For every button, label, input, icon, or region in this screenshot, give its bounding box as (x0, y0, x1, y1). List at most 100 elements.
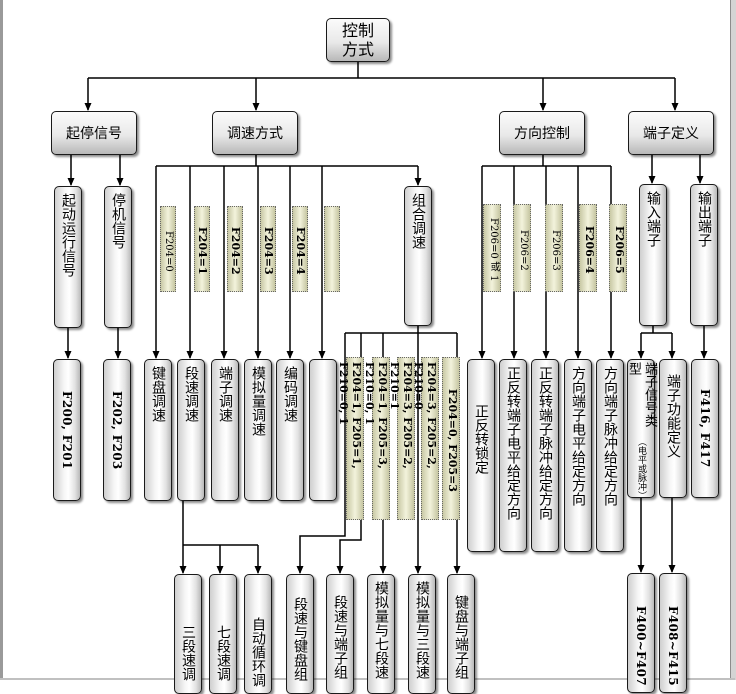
direction-mode-text: 正反转端子电平给定方向 (505, 366, 521, 520)
start-stop-label: 起停信号 (66, 126, 122, 142)
combo-mode-text: 模拟量与七段速 (373, 581, 389, 679)
combo-speed-node: 组合调速 (404, 186, 432, 326)
speed-mode-text: 编码调速 (282, 366, 298, 422)
combo-mode-1: 段速与端子组 (326, 574, 354, 694)
speed-mode-node: 调速方式 (212, 111, 298, 155)
combo-code-text: F204=0, F205=3 (446, 389, 459, 492)
combo-mode-text: 段速与键盘组 (292, 597, 308, 681)
speed-code-text: F204=2 (229, 227, 242, 275)
func-params-label: F408~F415 (666, 606, 680, 686)
stop-signal-node: 停机信号 (104, 186, 132, 328)
combo-code-3: F204=3, F205=2, F210=0 (412, 357, 439, 520)
scrollbar-track[interactable] (730, 0, 736, 680)
speed-code-text: F204=1 (196, 227, 209, 275)
speed-mode-text: 键盘调速 (150, 366, 166, 422)
start-stop-node: 起停信号 (51, 111, 137, 155)
combo-code-2: F204=3, F205=2, F210=1 (388, 357, 415, 520)
direction-node: 方向控制 (499, 111, 585, 155)
input-terminal-label: 输入端子 (645, 191, 661, 247)
direction-code-2: F206=3 (545, 204, 563, 292)
direction-code-text: F206=5 (613, 226, 626, 274)
combo-mode-text: 键盘与端子组 (453, 595, 469, 679)
direction-mode-0: 正反转锁定 (467, 359, 495, 552)
direction-code-1: F206=2 (513, 204, 531, 292)
speed-mode-segment: 段速调速 (177, 359, 205, 501)
root-label: 控制 方式 (341, 21, 374, 59)
stop-signal-label: 停机信号 (110, 193, 126, 249)
direction-code-text: F206=0 或 1 (488, 218, 499, 282)
func-params-node: F408~F415 (659, 573, 687, 693)
speed-code-1: F204=1 (194, 206, 210, 292)
function-def-label: 端子功能定义 (665, 374, 681, 458)
speed-mode-keyboard: 键盘调速 (144, 359, 172, 501)
speed-code-3: F204=3 (260, 206, 276, 292)
combo-mode-text: 模拟量与三段速 (414, 581, 430, 679)
combo-mode-text: 段速与端子组 (332, 595, 348, 679)
combo-code-text: F204=1, F205=3, F210=0, 1 (363, 362, 389, 469)
segment-mode-7: 七段速调 (209, 574, 237, 694)
speed-mode-label: 调速方式 (227, 126, 283, 142)
direction-mode-text: 正反转锁定 (473, 404, 489, 474)
speed-code-text: F204=3 (262, 227, 275, 275)
speed-mode-terminal: 端子调速 (211, 359, 239, 501)
direction-label: 方向控制 (514, 126, 570, 142)
combo-mode-4: 键盘与端子组 (447, 574, 475, 694)
stop-params-node: F202, F203 (103, 359, 131, 501)
direction-mode-4: 方向端子脉冲给定方向 (596, 359, 624, 552)
function-def-node: 端子功能定义 (659, 359, 687, 498)
output-terminal-label: 输出端子 (696, 191, 712, 247)
speed-code-text: F204=0 (163, 230, 174, 272)
output-params-label: F416, F417 (698, 389, 712, 468)
speed-mode-blank (309, 359, 337, 501)
connector-lines (64, 62, 708, 574)
direction-code-text: F206=3 (550, 229, 561, 271)
segment-mode-text: 七段速调 (215, 625, 231, 681)
segment-mode-text: 自动循环调 (250, 617, 266, 687)
speed-code-0: F204=0 (160, 206, 176, 292)
window-left-edge (0, 0, 3, 680)
direction-code-4: F206=5 (609, 204, 627, 292)
terminal-label: 端子定义 (643, 126, 699, 142)
run-params-label: F200, F201 (60, 390, 74, 470)
direction-mode-3: 方向端子电平给定方向 (564, 359, 592, 552)
terminal-node: 端子定义 (628, 111, 714, 155)
run-params-node: F200, F201 (53, 359, 81, 501)
speed-mode-encoder: 编码调速 (276, 359, 304, 501)
combo-mode-2: 模拟量与七段速 (367, 574, 395, 694)
segment-mode-text: 三段速调 (180, 625, 196, 681)
direction-mode-text: 方向端子电平给定方向 (570, 366, 586, 506)
run-signal-node: 起动运行信号 (54, 186, 82, 328)
combo-code-text: F204=3, F205=2, F210=0 (412, 362, 438, 469)
combo-code-text: F204=3, F205=2, F210=1 (388, 362, 414, 469)
direction-mode-text: 正反转端子脉冲给定方向 (537, 366, 553, 520)
direction-code-text: F206=4 (583, 226, 596, 274)
speed-mode-analog: 模拟量调速 (244, 359, 272, 501)
combo-code-text: F204=1, F205=1, F210=0, 1 (337, 362, 363, 469)
output-terminal-node: 输出端子 (690, 184, 718, 326)
signal-type-node: 端子信号类型 （电平或脉冲） (626, 359, 657, 500)
direction-mode-2: 正反转端子脉冲给定方向 (531, 359, 559, 552)
direction-code-3: F206=4 (579, 204, 597, 292)
type-params-node: F400~F407 (627, 573, 655, 693)
speed-code-2: F204=2 (227, 206, 243, 292)
speed-code-4: F204=4 (292, 206, 308, 292)
direction-code-text: F206=2 (518, 229, 529, 271)
output-params-node: F416, F417 (691, 359, 719, 498)
segment-mode-3: 三段速调 (174, 574, 202, 694)
signal-type-sub-label: （电平或脉冲） (636, 436, 646, 500)
speed-mode-text: 段速调速 (183, 366, 199, 422)
combo-mode-0: 段速与键盘组 (286, 574, 314, 694)
combo-code-1: F204=1, F205=3, F210=0, 1 (363, 357, 390, 520)
speed-code-5 (324, 206, 340, 292)
input-terminal-node: 输入端子 (639, 184, 667, 326)
stop-params-label: F202, F203 (110, 390, 124, 470)
run-signal-label: 起动运行信号 (60, 193, 76, 277)
speed-code-text: F204=4 (294, 227, 307, 275)
combo-speed-label: 组合调速 (410, 193, 426, 249)
direction-code-0: F206=0 或 1 (483, 204, 501, 292)
combo-code-4: F204=0, F205=3 (442, 357, 460, 520)
root-node: 控制 方式 (326, 18, 390, 62)
type-params-label: F400~F407 (634, 606, 648, 686)
combo-mode-3: 模拟量与三段速 (408, 574, 436, 694)
direction-mode-1: 正反转端子电平给定方向 (499, 359, 527, 552)
